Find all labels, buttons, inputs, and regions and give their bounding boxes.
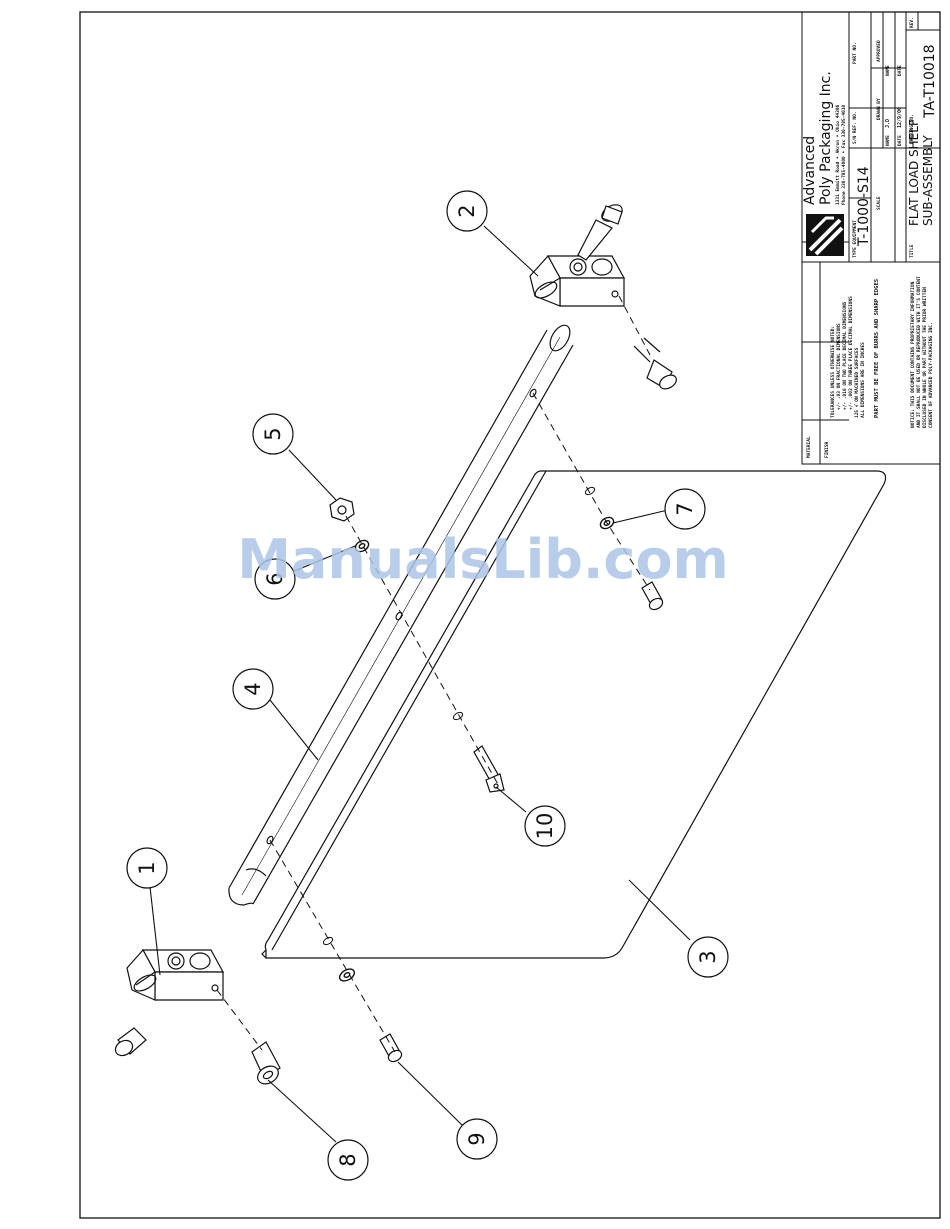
title-block-lines	[801, 11, 941, 465]
drawn-name: J.D	[885, 119, 891, 128]
callout-4-label: 4	[241, 682, 265, 695]
type-equipment-label: TYPE EQUIPMENT	[852, 220, 858, 258]
cap-screw-upper	[577, 204, 623, 261]
callout-balloons: 1 2 3 4 5 6 7 8	[126, 190, 729, 1181]
callout-1-label: 1	[135, 861, 159, 874]
notice-line-4: CONSENT OF ADVANCED POLY-PACKAGING INC.	[928, 322, 934, 428]
approved-name-label: NAME	[885, 65, 891, 76]
scale-label: SCALE	[876, 196, 882, 210]
callout-10: 10	[524, 805, 566, 847]
flat-head-screw	[473, 745, 505, 793]
approved-date-label: DATE	[897, 65, 903, 76]
shelf-plate	[261, 470, 887, 959]
company-logo	[806, 214, 844, 256]
callout-10-label: 10	[533, 813, 557, 840]
drawing-border	[79, 11, 941, 1219]
callout-7: 7	[664, 488, 706, 530]
drawn-date: 12/9/00	[897, 107, 903, 128]
shoulder-screw	[251, 1041, 281, 1085]
callout-8: 8	[327, 1139, 369, 1181]
callout-5: 5	[252, 413, 294, 455]
date-label: DATE	[897, 135, 903, 146]
callout-3: 3	[687, 936, 729, 978]
title-line-1: FLAT LOAD SHELF	[907, 119, 921, 226]
cap-screw-right	[633, 337, 677, 390]
drawing-number: TA-T10018	[922, 44, 938, 119]
part-no-label: PART NO.	[852, 42, 858, 64]
finish-label: FINISH	[824, 441, 830, 458]
button-screw-right	[641, 581, 664, 611]
company-name-line2: Poly Packaging Inc.	[818, 71, 834, 205]
lock-washer-upper	[354, 539, 370, 553]
rod-clamp-upper	[529, 254, 626, 307]
notice-line-1: NOTICE: THIS DOCUMENT CONTAINS PROPRIETA…	[910, 281, 916, 428]
callout-3-label: 3	[696, 950, 720, 963]
cap-screw-left	[114, 1027, 147, 1057]
tolerance-surfaces: 125 √ ON MACHINED SURFACES	[854, 347, 860, 418]
tolerance-three-place: +/- .003 ON THREE PLACE DECIMAL DIMENSIO…	[848, 296, 854, 410]
rod-clamp-lower	[126, 948, 225, 1001]
lock-washer-lower	[338, 968, 356, 982]
callout-1: 1	[126, 847, 168, 889]
notice-line-3: DISCLOSED IN WHOLE OR PART WITHOUT THE P…	[922, 287, 928, 428]
callout-5-label: 5	[261, 427, 285, 440]
company-address: 1331 Emmitt Road • Akron • Ohio 44306	[835, 104, 841, 205]
callout-8-label: 8	[336, 1153, 360, 1166]
tolerance-fractional: +/- .03 ON FRACTIONAL DIMENSIONS	[836, 323, 842, 410]
callout-7-label: 7	[673, 502, 697, 515]
tolerance-two-place: +/- .010 ON TWO PLACE DECIMAL DIMENSIONS	[842, 301, 848, 410]
watermark: ManualsLib.com	[237, 528, 729, 591]
callout-6: 6	[254, 558, 296, 600]
company-name-line1: Advanced	[802, 136, 818, 205]
rev-label: REV.	[909, 17, 915, 28]
hex-nut	[329, 497, 355, 522]
callout-9-label: 9	[465, 1132, 489, 1145]
name-label: NAME	[885, 135, 891, 146]
notice-line-2: AND IT SHALL NOT BE USED OR REPRODUCED W…	[916, 276, 922, 428]
ref-no-label: S/N REF. NO.	[852, 111, 858, 144]
inches-note: ALL DIMENSIONS ARE IN INCHES	[860, 342, 866, 418]
title-block: Advanced Poly Packaging Inc. 1331 Emmitt…	[801, 11, 941, 465]
callout-2: 2	[446, 190, 488, 232]
company-phone: Phone 330-785-4000 • Fax 330-785-4010	[841, 104, 847, 205]
callout-4: 4	[232, 668, 274, 710]
material-label: MATERIAL	[806, 436, 812, 458]
leader-lines	[149, 225, 691, 1143]
title-line-2: SUB-ASSEMBLY	[921, 135, 935, 226]
drawn-by-label: DRAWN BY	[876, 98, 882, 120]
assembly-centerlines	[216, 295, 651, 1053]
burrs-note: PART MUST BE FREE OF BURRS AND SHARP EDG…	[874, 279, 880, 418]
approved-label: APPROVED	[876, 40, 882, 62]
callout-2-label: 2	[455, 204, 479, 217]
drawing-no-label: DRAWING NO.	[909, 114, 915, 144]
title-label: TITLE	[909, 244, 915, 258]
tolerances-heading: TOLERANCES UNLESS OTHERWISE NOTED:	[830, 326, 836, 418]
callout-9: 9	[456, 1118, 498, 1160]
button-screw-lower	[379, 1033, 403, 1063]
callout-6-label: 6	[263, 572, 287, 585]
type-equipment-value: T-1000-S14	[856, 166, 872, 247]
